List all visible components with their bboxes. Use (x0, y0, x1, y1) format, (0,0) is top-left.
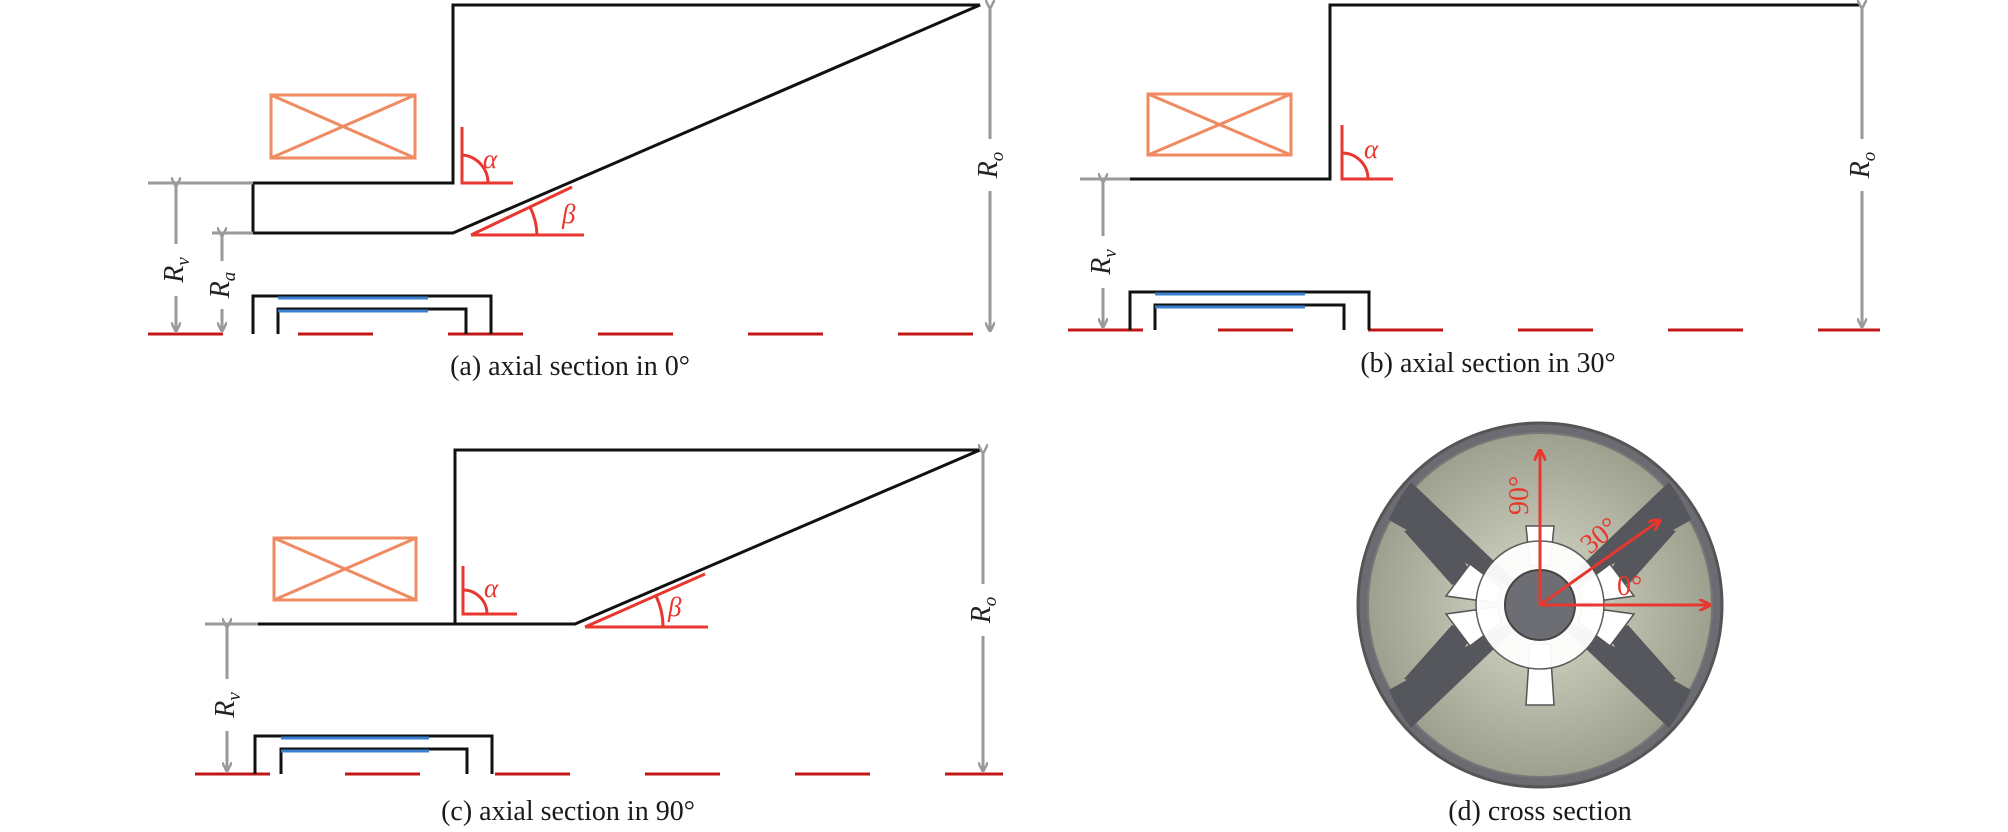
alpha-angle-arc (1341, 151, 1370, 180)
inner-channel-outer (253, 734, 494, 774)
inner-channel-inner (279, 747, 469, 774)
rv-label: Rv (155, 244, 194, 296)
inner-channel-inner (276, 307, 468, 334)
alpha-angle-arc (461, 153, 490, 184)
beta-slope-line (470, 185, 573, 237)
svg-text:Rv: Rv (1086, 249, 1121, 276)
angle-90-label: 90° (1504, 476, 1535, 515)
alpha-angle-mark (461, 566, 517, 616)
inner-channel-inner (1153, 303, 1346, 330)
coil-icon (1146, 92, 1293, 157)
caption-c: (c) axial section in 90° (441, 796, 695, 827)
svg-text:Ra: Ra (205, 272, 240, 300)
angle-30-arrow (1539, 520, 1660, 607)
ro-label: Ro (1841, 139, 1880, 191)
beta-label: β (561, 199, 576, 229)
beta-angle-arc (528, 206, 539, 236)
panel-c: Rv Ro α β (c) axial section in 90° (195, 450, 1003, 827)
inner-channel-outer (1128, 290, 1371, 330)
svg-text:Rv: Rv (210, 692, 245, 719)
svg-text:Rv: Rv (159, 257, 194, 284)
svg-text:Ro: Ro (1845, 152, 1880, 180)
alpha-angle-mark (1340, 125, 1393, 181)
panel-b: Rv Ro α (b) axial section in 30° (1068, 5, 1880, 379)
inner-channel-outer (251, 294, 493, 334)
ro-label: Ro (969, 139, 1008, 191)
beta-angle-arc (654, 595, 665, 628)
alpha-label: α (1364, 134, 1379, 164)
svg-text:Ro: Ro (973, 152, 1008, 180)
ra-label: Ra (201, 261, 240, 309)
svg-text:Ro: Ro (966, 597, 1001, 625)
caption-d: (d) cross section (1448, 796, 1632, 827)
alpha-angle-mark (460, 127, 513, 185)
coil-icon (272, 536, 418, 602)
rv-label: Rv (206, 679, 245, 731)
ro-label: Ro (962, 584, 1001, 636)
beta-slope-line (584, 572, 706, 629)
panel-d: 0° 30° 90° (d) cross section (1356, 421, 1724, 827)
coil-icon (269, 93, 417, 160)
caption-a: (a) axial section in 0° (450, 351, 690, 382)
alpha-label: α (483, 144, 498, 174)
rv-label: Rv (1082, 236, 1121, 288)
caption-b: (b) axial section in 30° (1360, 348, 1615, 379)
beta-label: β (667, 592, 682, 622)
alpha-angle-arc (462, 588, 489, 615)
nozzle-outline (1130, 3, 1860, 181)
alpha-label: α (484, 573, 499, 603)
angle-0-label: 0° (1617, 571, 1642, 602)
panel-a: Rv Ra Ro α β (a) axial section in 0° (148, 5, 1008, 382)
